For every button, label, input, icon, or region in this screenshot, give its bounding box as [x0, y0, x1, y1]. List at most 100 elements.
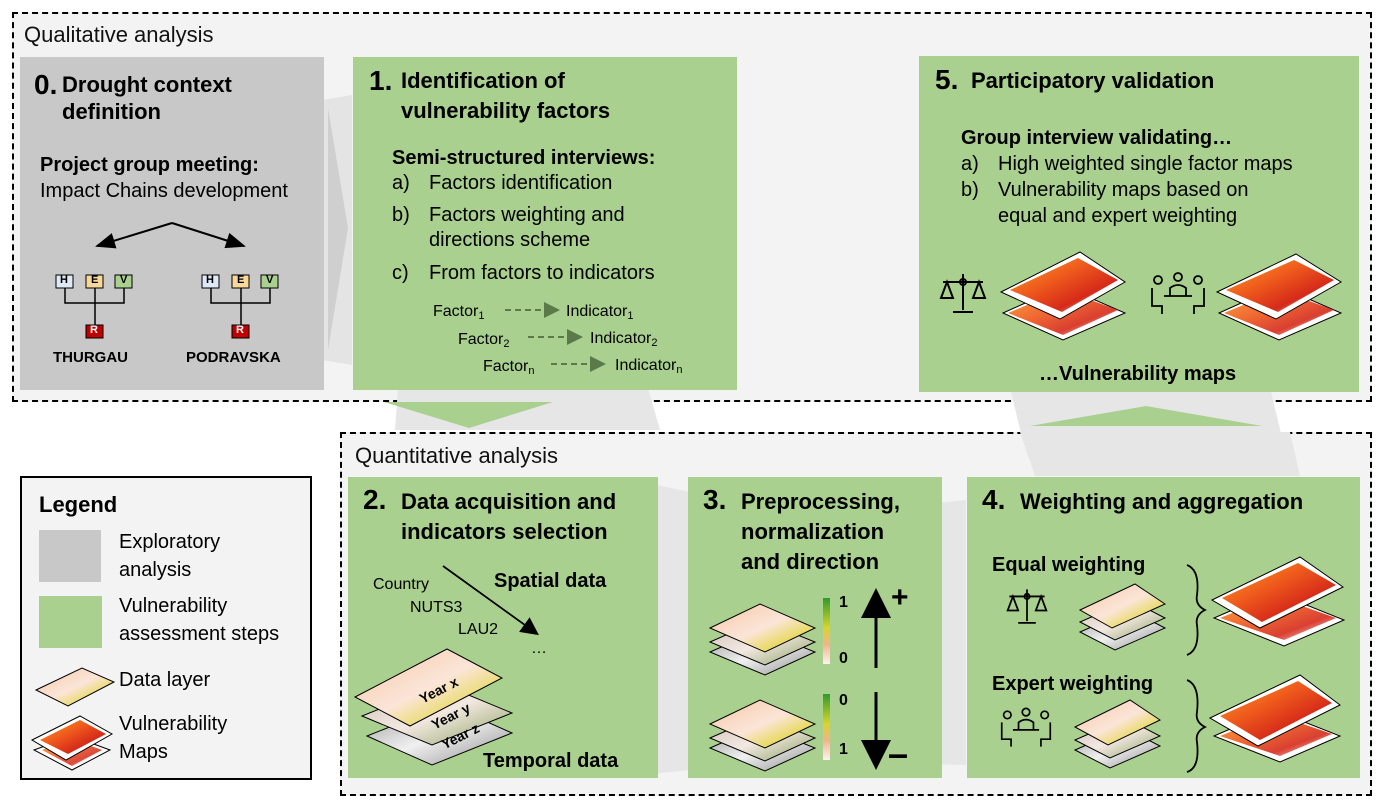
scale-bottom-min: 1: [839, 741, 848, 758]
legend-data-layer-icon: [34, 667, 116, 707]
scale-lau2: LAU2: [458, 621, 499, 638]
step-1-item-c: From factors to indicators: [429, 262, 655, 284]
chain-label-h-1: H: [60, 274, 68, 286]
layer-stack-negative: [708, 699, 817, 772]
step-0-title-line1: Drought context: [62, 72, 232, 97]
step-1-item-b-line1: Factors weighting and: [429, 204, 625, 226]
direction-minus-sign: –: [888, 733, 909, 774]
scale-top-min: 0: [839, 650, 848, 667]
step-1-item-c-marker: c): [392, 262, 409, 284]
chain-label-e-1: E: [91, 274, 99, 286]
colorbar-positive: [823, 598, 830, 664]
meeting-icon: [1151, 272, 1205, 314]
scale-top-max: 1: [839, 594, 848, 611]
region-thurgau: THURGAU: [53, 349, 128, 366]
expert-weighting-label: Expert weighting: [992, 673, 1154, 695]
temporal-data-label: Temporal data: [483, 750, 619, 772]
scale-more: …: [531, 640, 547, 657]
scales-icon-equal: [1006, 589, 1048, 624]
step-1-subheading: Semi-structured interviews:: [392, 147, 656, 169]
step-5-item-a: High weighted single factor maps: [998, 153, 1293, 175]
step-5-item-b-marker: b): [961, 179, 979, 201]
scale-country: Country: [373, 576, 430, 593]
step-1-title-line2: vulnerability factors: [401, 98, 611, 123]
mapping-indicator-1: Indicator1: [566, 303, 634, 322]
step-2-card: 2. Data acquisition and indicators selec…: [348, 477, 658, 778]
step-3-title-line3: and direction: [741, 549, 880, 574]
legend-label-exploratory-1: Exploratory: [119, 531, 221, 553]
vulnerability-map-stack-expert-s4: [1208, 674, 1342, 763]
step-0-number: 0.: [34, 69, 58, 100]
step-1-item-b-line2: directions scheme: [429, 229, 591, 251]
mapping-factor-1: Factor1: [433, 303, 485, 322]
step-2-number: 2.: [363, 484, 387, 515]
legend-label-assessment-2: assessment steps: [119, 623, 280, 645]
step-5-item-a-marker: a): [961, 153, 979, 175]
step-4-title: Weighting and aggregation: [1020, 489, 1304, 514]
chain-label-e-2: E: [237, 274, 245, 286]
legend-label-maps-2: Maps: [119, 741, 168, 763]
step-5-footer: …Vulnerability maps: [1039, 363, 1237, 385]
step-2-title-line1: Data acquisition and: [401, 489, 617, 514]
step-4-number: 4.: [982, 484, 1006, 515]
legend-label-assessment-1: Vulnerability: [119, 595, 228, 617]
chain-label-r-1: R: [90, 324, 98, 336]
layer-year-x: [353, 648, 504, 727]
colorbar-negative: [823, 694, 830, 760]
chain-thurgau: [55, 274, 133, 339]
scales-icon: [939, 274, 987, 313]
chain-label-r-2: R: [236, 324, 244, 336]
brace-equal: [1186, 564, 1208, 656]
vulnerability-map-stack-equal-s5: [999, 251, 1127, 341]
step-5-title: Participatory validation: [971, 68, 1215, 93]
layer-stack-positive: [708, 603, 817, 676]
step-3-number: 3.: [703, 484, 727, 515]
mapping-factor-n: Factorn: [483, 358, 535, 377]
legend-title: Legend: [39, 492, 118, 517]
step-1-card: 1. Identification of vulnerability facto…: [353, 57, 737, 390]
step-1-item-a: Factors identification: [429, 172, 613, 194]
legend-label-exploratory-2: analysis: [119, 559, 192, 581]
split-arrow-right: [171, 222, 246, 249]
mapping-indicator-n: Indicatorn: [615, 357, 683, 376]
step-0-subheading: Project group meeting:: [40, 154, 259, 176]
mapping-indicator-2: Indicator2: [590, 330, 658, 349]
step-1-title-line1: Identification of: [401, 68, 565, 93]
vulnerability-map-stack-equal-s4: [1210, 556, 1346, 647]
step-5-number: 5.: [935, 64, 959, 95]
step-0-title-line2: definition: [62, 99, 161, 124]
step-1-item-b-marker: b): [392, 204, 410, 226]
flow-chevron-0-1: [328, 108, 348, 350]
data-layer-stack-equal: [1078, 583, 1167, 651]
step-2-title-line2: indicators selection: [401, 519, 608, 544]
region-podravska: PODRAVSKA: [186, 349, 281, 366]
vulnerability-map-stack-expert-s5: [1215, 253, 1343, 341]
step-0-subtext: Impact Chains development: [40, 180, 288, 202]
data-layer-stack-expert: [1073, 699, 1162, 769]
step-1-item-a-marker: a): [392, 172, 410, 194]
split-arrow-left: [95, 222, 173, 249]
legend-swatch-exploratory: [39, 530, 101, 582]
meeting-icon-expert: [1000, 707, 1052, 747]
flow-band-4-5b: [1020, 432, 1300, 476]
legend: Legend Exploratory analysis Vulnerabilit…: [20, 476, 312, 780]
step-5-item-b-line2: equal and expert weighting: [998, 205, 1238, 227]
legend-vulnerability-maps-icon: [30, 715, 114, 771]
equal-weighting-label: Equal weighting: [992, 554, 1146, 576]
legend-label-maps-1: Vulnerability: [119, 713, 228, 735]
qualitative-section-title: Qualitative analysis: [24, 22, 214, 47]
chain-label-v-2: V: [266, 274, 274, 286]
scale-bottom-max: 0: [839, 692, 848, 709]
spatial-data-label: Spatial data: [494, 570, 607, 592]
brace-expert: [1186, 679, 1208, 773]
step-3-title-line1: Preprocessing,: [741, 489, 900, 514]
direction-plus-sign: +: [891, 581, 909, 614]
step-3-title-line2: normalization: [741, 519, 885, 544]
legend-label-data-layer: Data layer: [119, 669, 211, 691]
scale-nuts3: NUTS3: [410, 599, 463, 616]
